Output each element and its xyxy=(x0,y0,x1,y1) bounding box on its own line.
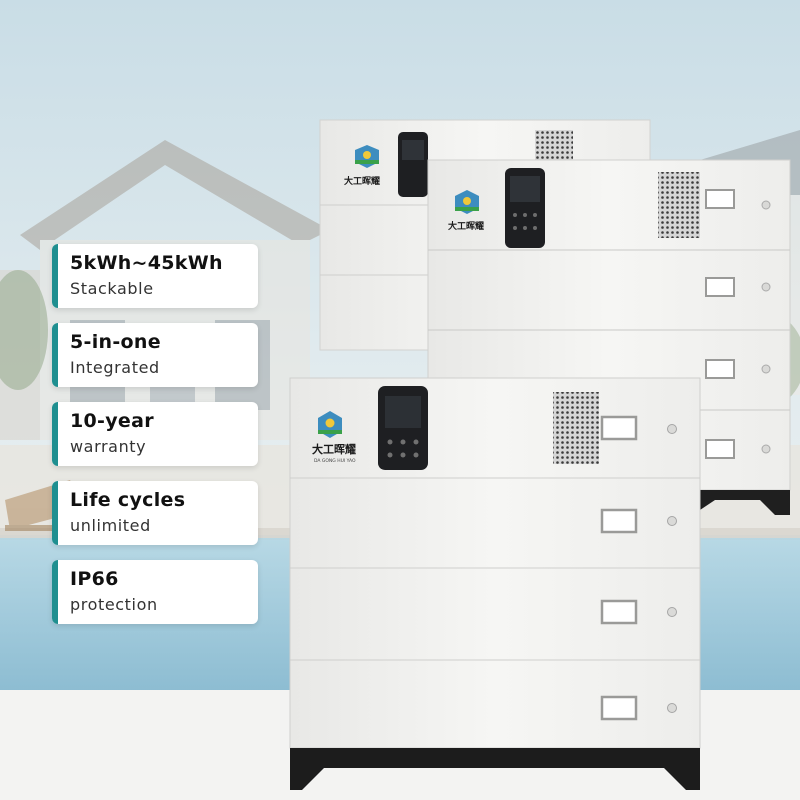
svg-text:大工晖耀: 大工晖耀 xyxy=(344,175,380,187)
feature-subtitle: Integrated xyxy=(70,358,160,377)
feature-subtitle: warranty xyxy=(70,437,147,456)
accent-bar xyxy=(52,402,58,466)
brand-logo-icon xyxy=(318,411,342,438)
feature-list: 5kWh~45kWh Stackable 5-in-one Integrated… xyxy=(52,0,258,800)
feature-subtitle: protection xyxy=(70,595,158,614)
accent-bar xyxy=(52,481,58,545)
feature-card: 10-year warranty xyxy=(52,402,258,466)
accent-bar xyxy=(52,560,58,624)
feature-title: Life cycles xyxy=(70,489,186,511)
feature-subtitle: Stackable xyxy=(70,279,154,298)
svg-text:大工晖耀: 大工晖耀 xyxy=(448,220,484,232)
feature-card: 5kWh~45kWh Stackable xyxy=(52,244,258,308)
feature-title: 5kWh~45kWh xyxy=(70,252,223,274)
feature-title: IP66 xyxy=(70,568,119,590)
brand-logo-icon xyxy=(355,145,379,168)
feature-card: IP66 protection xyxy=(52,560,258,624)
feature-title: 10-year xyxy=(70,410,154,432)
feature-card: Life cycles unlimited xyxy=(52,481,258,545)
feature-card: 5-in-one Integrated xyxy=(52,323,258,387)
brand-logo-icon xyxy=(455,190,479,214)
battery-unit-front: 大工晖耀 DA GONG HUI YAO xyxy=(289,377,701,790)
feature-subtitle: unlimited xyxy=(70,516,151,535)
feature-title: 5-in-one xyxy=(70,331,161,353)
brand-subtitle: DA GONG HUI YAO xyxy=(314,458,356,464)
accent-bar xyxy=(52,244,58,308)
brand-name: 大工晖耀 xyxy=(312,442,356,456)
accent-bar xyxy=(52,323,58,387)
